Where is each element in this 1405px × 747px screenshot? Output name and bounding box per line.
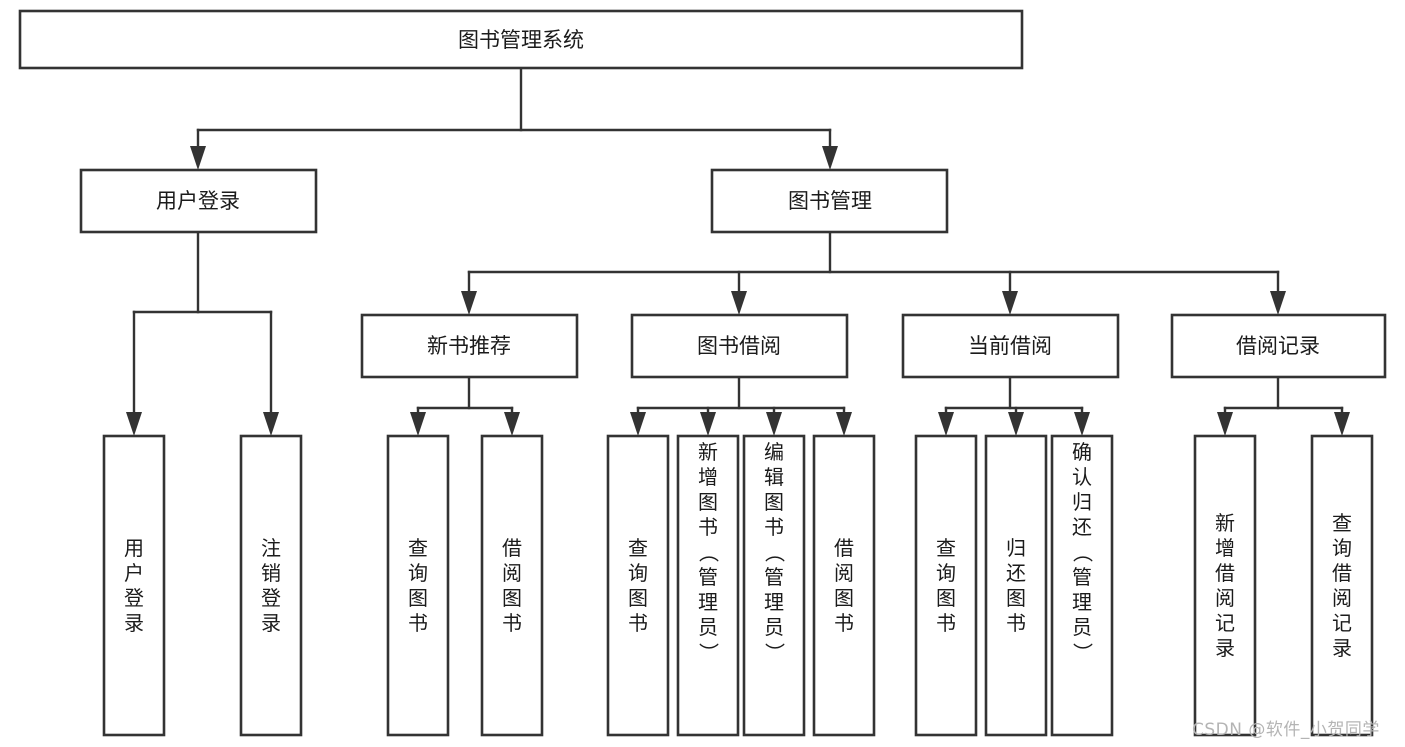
leaf-rect-current-borrow-3[interactable] — [1050, 434, 1114, 737]
arrowhead-nb-leaf1 — [410, 412, 426, 436]
node-borrow-record-rect[interactable] — [1170, 313, 1387, 379]
node-book-management-rect[interactable] — [710, 168, 949, 234]
node-current-borrow[interactable]: 当前借阅 — [901, 313, 1120, 379]
node-root-rect[interactable] — [18, 9, 1024, 70]
node-borrow-record[interactable]: 借阅记录 — [1170, 313, 1387, 379]
connectors-root-to-level2 — [190, 66, 838, 170]
arrowhead-bb-leaf3 — [766, 412, 782, 436]
node-book-borrow[interactable]: 图书借阅 — [630, 313, 849, 379]
node-user-login-label: 用户登录 — [156, 189, 240, 213]
leaf-rect-borrow-record-1[interactable] — [1193, 434, 1257, 737]
leaf-rect-book-borrow-2[interactable] — [676, 434, 740, 737]
node-book-borrow-rect[interactable] — [630, 313, 849, 379]
csdn-watermark: CSDN @软件_小贺同学 — [1192, 720, 1380, 740]
node-new-book-recommend-label: 新书推荐 — [427, 334, 511, 358]
connectors-borrow-record-to-leaves — [1217, 375, 1350, 436]
arrowhead-cb-leaf1 — [938, 412, 954, 436]
node-book-borrow-label: 图书借阅 — [697, 334, 781, 358]
leaf-rect-new-book-1[interactable] — [386, 434, 450, 737]
arrowhead-nb-leaf2 — [504, 412, 520, 436]
arrowhead-book-mgmt — [822, 146, 838, 170]
arrowhead-user-login — [190, 146, 206, 170]
arrowhead-current-borrow — [1002, 291, 1018, 315]
arrowhead-bb-leaf4 — [836, 412, 852, 436]
node-book-management-label: 图书管理 — [788, 189, 872, 213]
arrowhead-borrow-record — [1270, 291, 1286, 315]
arrowhead-cb-leaf2 — [1008, 412, 1024, 436]
leaf-rect-user-login-2[interactable] — [239, 434, 303, 737]
arrowhead-br-leaf2 — [1334, 412, 1350, 436]
node-user-login-rect[interactable] — [79, 168, 318, 234]
node-current-borrow-rect[interactable] — [901, 313, 1120, 379]
leaf-rect-current-borrow-2[interactable] — [984, 434, 1048, 737]
node-new-book-recommend-rect[interactable] — [360, 313, 579, 379]
node-current-borrow-label: 当前借阅 — [968, 334, 1052, 358]
arrowhead-new-book — [461, 291, 477, 315]
node-root-system[interactable]: 图书管理系统 — [18, 9, 1024, 70]
arrowhead-book-borrow — [731, 291, 747, 315]
connectors-new-book-to-leaves — [410, 375, 520, 436]
node-root-label: 图书管理系统 — [458, 28, 584, 52]
leaf-rect-user-login-1[interactable] — [102, 434, 166, 737]
arrowhead-ul-leaf2 — [263, 412, 279, 436]
leaf-rect-new-book-2[interactable] — [480, 434, 544, 737]
node-book-management[interactable]: 图书管理 — [710, 168, 949, 234]
arrowhead-bb-leaf2 — [700, 412, 716, 436]
connectors-current-borrow-to-leaves — [938, 375, 1090, 436]
node-borrow-record-label: 借阅记录 — [1236, 334, 1320, 358]
arrowhead-br-leaf1 — [1217, 412, 1233, 436]
connectors-book-borrow-to-leaves — [630, 375, 852, 436]
leaf-rect-current-borrow-1[interactable] — [914, 434, 978, 737]
connectors-user-login-to-leaves — [126, 230, 279, 436]
connectors-book-mgmt-to-level3 — [461, 230, 1286, 315]
arrowhead-ul-leaf1 — [126, 412, 142, 436]
leaf-rect-book-borrow-4[interactable] — [812, 434, 876, 737]
arrowhead-bb-leaf1 — [630, 412, 646, 436]
leaf-rect-book-borrow-1[interactable] — [606, 434, 670, 737]
leaf-rect-borrow-record-2[interactable] — [1310, 434, 1374, 737]
leaf-rect-book-borrow-3[interactable] — [742, 434, 806, 737]
node-user-login[interactable]: 用户登录 — [79, 168, 318, 234]
arrowhead-cb-leaf3 — [1074, 412, 1090, 436]
node-new-book-recommend[interactable]: 新书推荐 — [360, 313, 579, 379]
